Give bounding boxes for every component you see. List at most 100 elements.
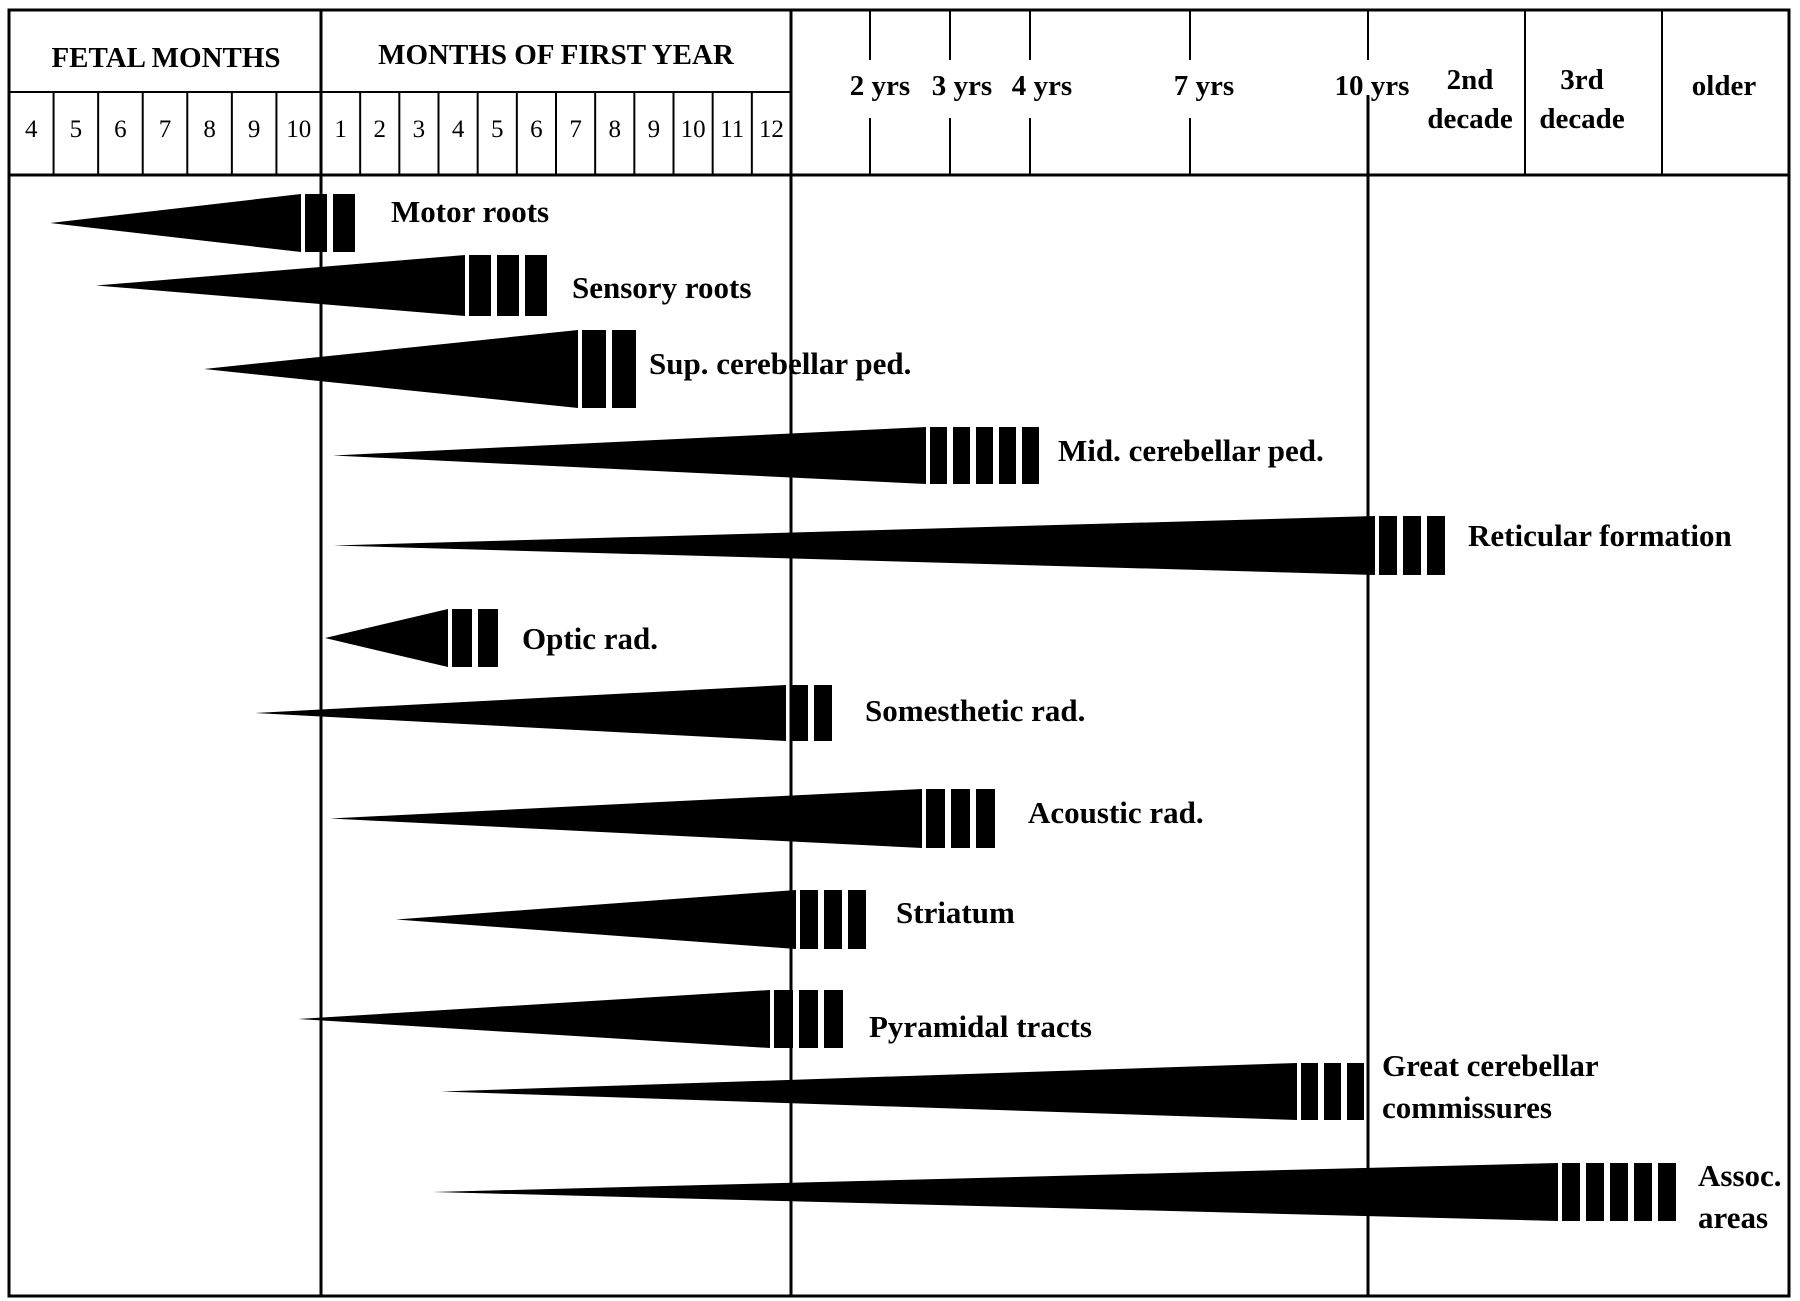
stripe-segment — [305, 194, 327, 252]
first-year-month-label: 11 — [720, 116, 744, 143]
stripe-segment — [452, 609, 472, 667]
first-year-title: MONTHS OF FIRST YEAR — [378, 39, 735, 71]
stripe-segment — [824, 890, 842, 949]
tract-label: Somesthetic rad. — [865, 693, 1085, 728]
fetal-month-label: 7 — [159, 116, 172, 143]
stripe-segment — [1427, 516, 1445, 575]
fetal-month-label: 9 — [248, 116, 261, 143]
tract-1: Sensory roots — [96, 255, 751, 316]
later-period-label: older — [1692, 70, 1757, 102]
first-year-month-label: 2 — [374, 116, 387, 143]
myelination-wedge — [330, 789, 922, 848]
stripe-segment — [824, 990, 843, 1048]
tract-9: Pyramidal tracts — [298, 990, 1092, 1048]
tract-label: Sup. cerebellar ped. — [649, 346, 911, 381]
myelination-wedge — [325, 609, 448, 667]
later-period-label: 7 yrs — [1174, 70, 1234, 102]
myelination-wedge — [441, 1063, 1297, 1120]
tract-label: areas — [1698, 1200, 1768, 1235]
stripe-segment — [1022, 427, 1039, 484]
stripe-segment — [478, 609, 498, 667]
fetal-month-label: 4 — [25, 116, 38, 143]
tract-3: Mid. cerebellar ped. — [333, 427, 1324, 484]
stripe-segment — [951, 789, 970, 848]
first-year-month-label: 6 — [530, 116, 543, 143]
tract-label: Optic rad. — [522, 621, 658, 656]
stripe-segment — [1301, 1063, 1318, 1120]
first-year-month-label: 1 — [334, 116, 347, 143]
stripe-segment — [1634, 1163, 1652, 1221]
myelination-wedge — [50, 194, 301, 252]
tract-label: Striatum — [896, 895, 1015, 930]
stripe-segment — [469, 255, 491, 316]
tract-7: Acoustic rad. — [330, 789, 1204, 848]
stripe-segment — [774, 990, 793, 1048]
stripe-segment — [333, 194, 355, 252]
tract-2: Sup. cerebellar ped. — [204, 330, 911, 408]
later-period-label-line1: 2nd — [1447, 64, 1494, 96]
first-year-month-label: 8 — [609, 116, 622, 143]
tract-0: Motor roots — [50, 194, 549, 252]
stripe-segment — [582, 330, 606, 408]
tract-5: Optic rad. — [325, 609, 658, 667]
later-period-label-line2: decade — [1427, 103, 1513, 135]
stripe-segment — [1586, 1163, 1604, 1221]
myelination-wedge — [255, 685, 786, 741]
myelination-wedge — [433, 1163, 1558, 1221]
fetal-months-title: FETAL MONTHS — [51, 42, 280, 74]
tract-label: Assoc. — [1698, 1158, 1782, 1193]
tract-11: Assoc. areas — [433, 1158, 1782, 1235]
stripe-segment — [612, 330, 636, 408]
later-period-label: 3 yrs — [932, 70, 992, 102]
fetal-month-label: 10 — [286, 116, 311, 143]
stripe-segment — [1379, 516, 1397, 575]
stripe-segment — [1658, 1163, 1676, 1221]
stripe-segment — [497, 255, 519, 316]
stripe-segment — [926, 789, 945, 848]
tract-8: Striatum — [396, 890, 1015, 949]
myelination-wedge — [204, 330, 578, 408]
stripe-segment — [800, 890, 818, 949]
stripe-segment — [1610, 1163, 1628, 1221]
myelination-wedge — [333, 427, 926, 484]
tract-label: Mid. cerebellar ped. — [1058, 433, 1324, 468]
tract-label: Great cerebellar — [1382, 1048, 1599, 1083]
tract-label: commissures — [1382, 1090, 1552, 1125]
tract-4: Reticular formation — [333, 516, 1732, 575]
stripe-segment — [790, 685, 808, 741]
first-year-month-label: 3 — [413, 116, 426, 143]
stripe-segment — [1324, 1063, 1341, 1120]
fetal-month-label: 8 — [203, 116, 216, 143]
stripe-segment — [525, 255, 547, 316]
later-period-label: 2 yrs — [850, 70, 910, 102]
myelination-wedge — [96, 255, 465, 316]
later-period-label-line1: 3rd — [1560, 64, 1604, 96]
first-year-month-label: 10 — [681, 116, 706, 143]
tract-label: Sensory roots — [572, 270, 751, 305]
stripe-segment — [953, 427, 970, 484]
later-period-label-line2: decade — [1539, 103, 1625, 135]
tract-label: Reticular formation — [1468, 518, 1732, 553]
tract-label: Motor roots — [391, 194, 549, 229]
tract-10: Great cerebellar commissures — [441, 1048, 1599, 1125]
first-year-month-label: 9 — [648, 116, 661, 143]
myelination-wedge — [298, 990, 770, 1048]
stripe-segment — [1403, 516, 1421, 575]
tract-label: Pyramidal tracts — [869, 1009, 1092, 1044]
stripe-segment — [999, 427, 1016, 484]
fetal-month-label: 6 — [114, 116, 127, 143]
myelination-wedge — [396, 890, 796, 949]
stripe-segment — [814, 685, 832, 741]
stripe-segment — [799, 990, 818, 1048]
tract-label: Acoustic rad. — [1028, 795, 1204, 830]
outer-frame — [7, 8, 1791, 1298]
stripe-segment — [1347, 1063, 1364, 1120]
stripe-segment — [976, 427, 993, 484]
